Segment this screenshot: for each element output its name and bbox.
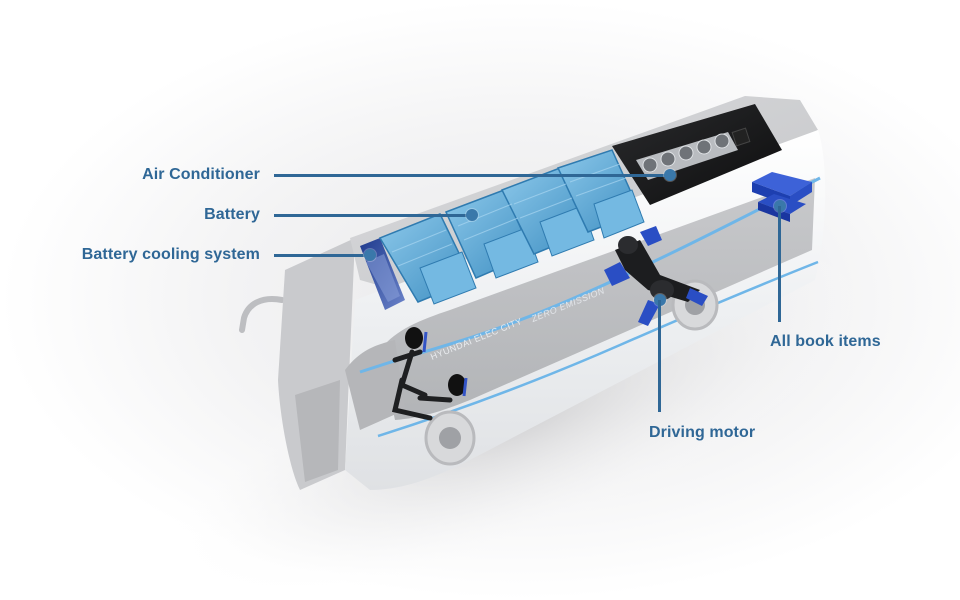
anchor-dot-battery bbox=[466, 209, 478, 221]
leader-line-battery-cooling-system bbox=[274, 254, 370, 257]
front-suspension bbox=[391, 349, 453, 421]
callout-label-battery: Battery bbox=[204, 206, 260, 223]
leader-line-air-conditioner bbox=[274, 174, 668, 177]
leader-line-battery bbox=[274, 214, 472, 217]
leader-line-all-book-items bbox=[778, 206, 781, 322]
anchor-dot-battery-cooling-system bbox=[364, 249, 376, 261]
battery-packs bbox=[378, 149, 645, 305]
callout-label-driving-motor: Driving motor bbox=[649, 424, 756, 441]
air-conditioner-unit bbox=[612, 104, 782, 205]
callout-label-air-conditioner: Air Conditioner bbox=[142, 166, 260, 183]
callout-label-all-book-items: All book items bbox=[770, 333, 881, 350]
callout-label-battery-cooling-system: Battery cooling system bbox=[81, 246, 260, 263]
driving-motor-assembly bbox=[604, 226, 708, 326]
anchor-dot-air-conditioner bbox=[664, 169, 676, 181]
leader-line-driving-motor bbox=[658, 300, 661, 412]
